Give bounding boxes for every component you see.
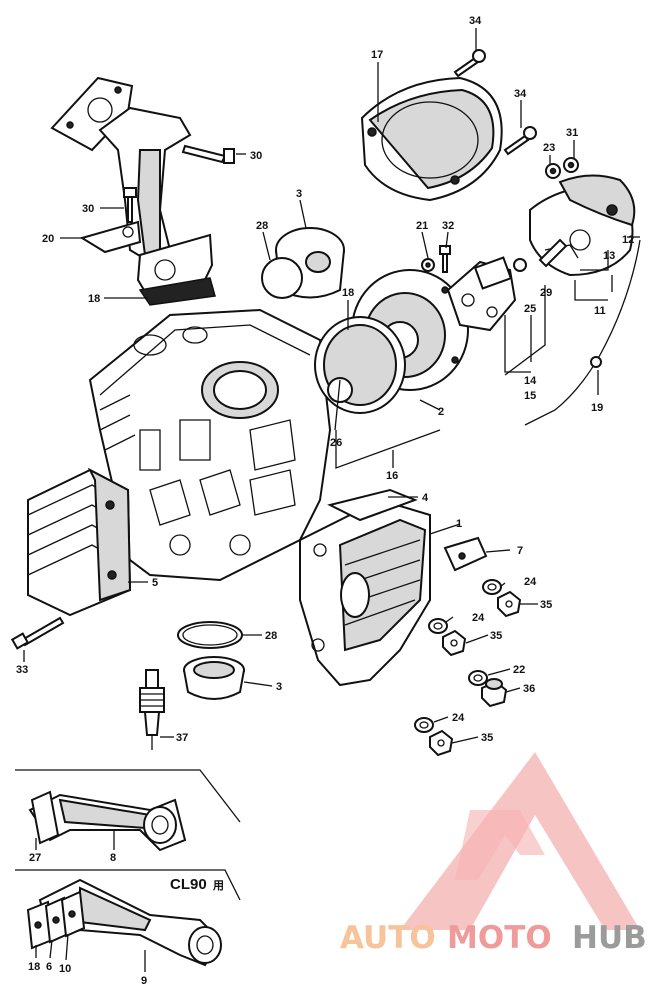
cap-nut-36 [481, 678, 508, 708]
inset-intake-pipe-8 [28, 790, 187, 852]
heat-insulator-bracket [79, 220, 142, 254]
cap-part-3-lower [183, 656, 245, 700]
callout-17: 17 [371, 49, 383, 61]
callout-6: 6 [46, 961, 52, 973]
watermark-logo: AUTO MOTO HUB [340, 752, 647, 956]
screw-34-upper [453, 49, 486, 78]
callout-2: 2 [438, 406, 444, 418]
callout-10: 10 [59, 963, 71, 975]
callout-21: 21 [416, 220, 428, 232]
callout-25: 25 [524, 303, 536, 315]
cylinder-head-part [88, 308, 332, 582]
callout-4: 4 [422, 492, 429, 504]
clip-7 [443, 536, 488, 572]
o-ring-28-lower [177, 621, 243, 649]
callout-31: 31 [566, 127, 578, 139]
callout-3-upper: 3 [296, 188, 302, 200]
watermark-text-moto: MOTO [447, 920, 552, 956]
leader-lines [23, 28, 640, 744]
cable-19 [524, 239, 641, 426]
callout-32: 32 [442, 220, 454, 232]
bolt-30-lower [123, 187, 137, 223]
bolt-30-upper [181, 144, 235, 164]
contact-breaker-part [446, 256, 527, 332]
callout-35-c: 35 [481, 732, 493, 744]
callout-11: 11 [594, 305, 606, 317]
spark-plug-part [139, 669, 165, 750]
watermark-text-hub: HUB [572, 920, 647, 956]
callout-20: 20 [42, 233, 54, 245]
callout-1: 1 [456, 518, 462, 530]
washer-24-b [428, 618, 448, 634]
bolt-33 [10, 616, 65, 650]
callout-15: 15 [524, 390, 536, 402]
washer-24-a [482, 579, 502, 595]
callout-24-c: 24 [452, 712, 465, 724]
reed-valve-block [27, 467, 132, 617]
cl90-inset [15, 769, 241, 972]
callout-37: 37 [176, 732, 188, 744]
callout-5: 5 [152, 577, 158, 589]
washer-22 [468, 670, 488, 686]
callout-27: 27 [29, 852, 41, 864]
intake-pipe-part [50, 76, 216, 306]
callout-24-b: 24 [472, 612, 485, 624]
callout-35-b: 35 [490, 630, 502, 642]
callout-18-left: 18 [88, 293, 100, 305]
washer-21 [421, 258, 435, 272]
callout-3-lower: 3 [276, 681, 282, 693]
callout-18-center: 18 [342, 287, 354, 299]
callout-30-upper: 30 [250, 150, 262, 162]
callout-22: 22 [513, 664, 525, 676]
callout-34-top: 34 [469, 15, 482, 27]
callout-28-upper: 28 [256, 220, 268, 232]
callout-9: 9 [141, 975, 147, 987]
nut-35-c [429, 729, 454, 757]
callout-7: 7 [517, 545, 523, 557]
watermark-text-auto: AUTO [340, 920, 436, 956]
callout-28-lower: 28 [265, 630, 277, 642]
screw-34-lower [503, 126, 537, 156]
callout-33: 33 [16, 664, 28, 676]
washer-23 [545, 163, 561, 179]
callout-8: 8 [110, 852, 116, 864]
callout-14: 14 [524, 375, 537, 387]
fan-cover-part [360, 76, 503, 202]
callout-35-a: 35 [540, 599, 552, 611]
callout-12: 12 [622, 234, 634, 246]
nut-35-b [442, 629, 467, 657]
callout-19: 19 [591, 402, 603, 414]
cylinder-part [299, 498, 431, 687]
callout-30-lower: 30 [82, 203, 94, 215]
callout-26: 26 [330, 437, 342, 449]
nut-35-a [497, 590, 522, 618]
bolt-32 [439, 245, 451, 273]
variant-label-cl90: CL90 [170, 876, 207, 893]
variant-label-suffix: 用 [213, 879, 224, 892]
callout-34-right: 34 [514, 88, 527, 100]
callout-36: 36 [523, 683, 535, 695]
callout-16: 16 [386, 470, 398, 482]
callout-13: 13 [603, 250, 615, 262]
callout-labels: 34 34 17 31 23 30 30 20 3 28 18 21 32 12… [16, 15, 634, 987]
washer-24-c [414, 717, 434, 733]
inset-intake-pipe-9 [26, 878, 222, 967]
callout-18-inset: 18 [28, 961, 40, 973]
watermark-triangle-inner [455, 810, 545, 880]
cap-part-3-upper [261, 227, 345, 299]
nut-31 [563, 157, 579, 173]
callout-24-a: 24 [524, 576, 537, 588]
callout-29: 29 [540, 287, 552, 299]
gasket-18-stator-plate [314, 316, 406, 414]
shaft-29 [538, 238, 568, 268]
callout-23: 23 [543, 142, 555, 154]
